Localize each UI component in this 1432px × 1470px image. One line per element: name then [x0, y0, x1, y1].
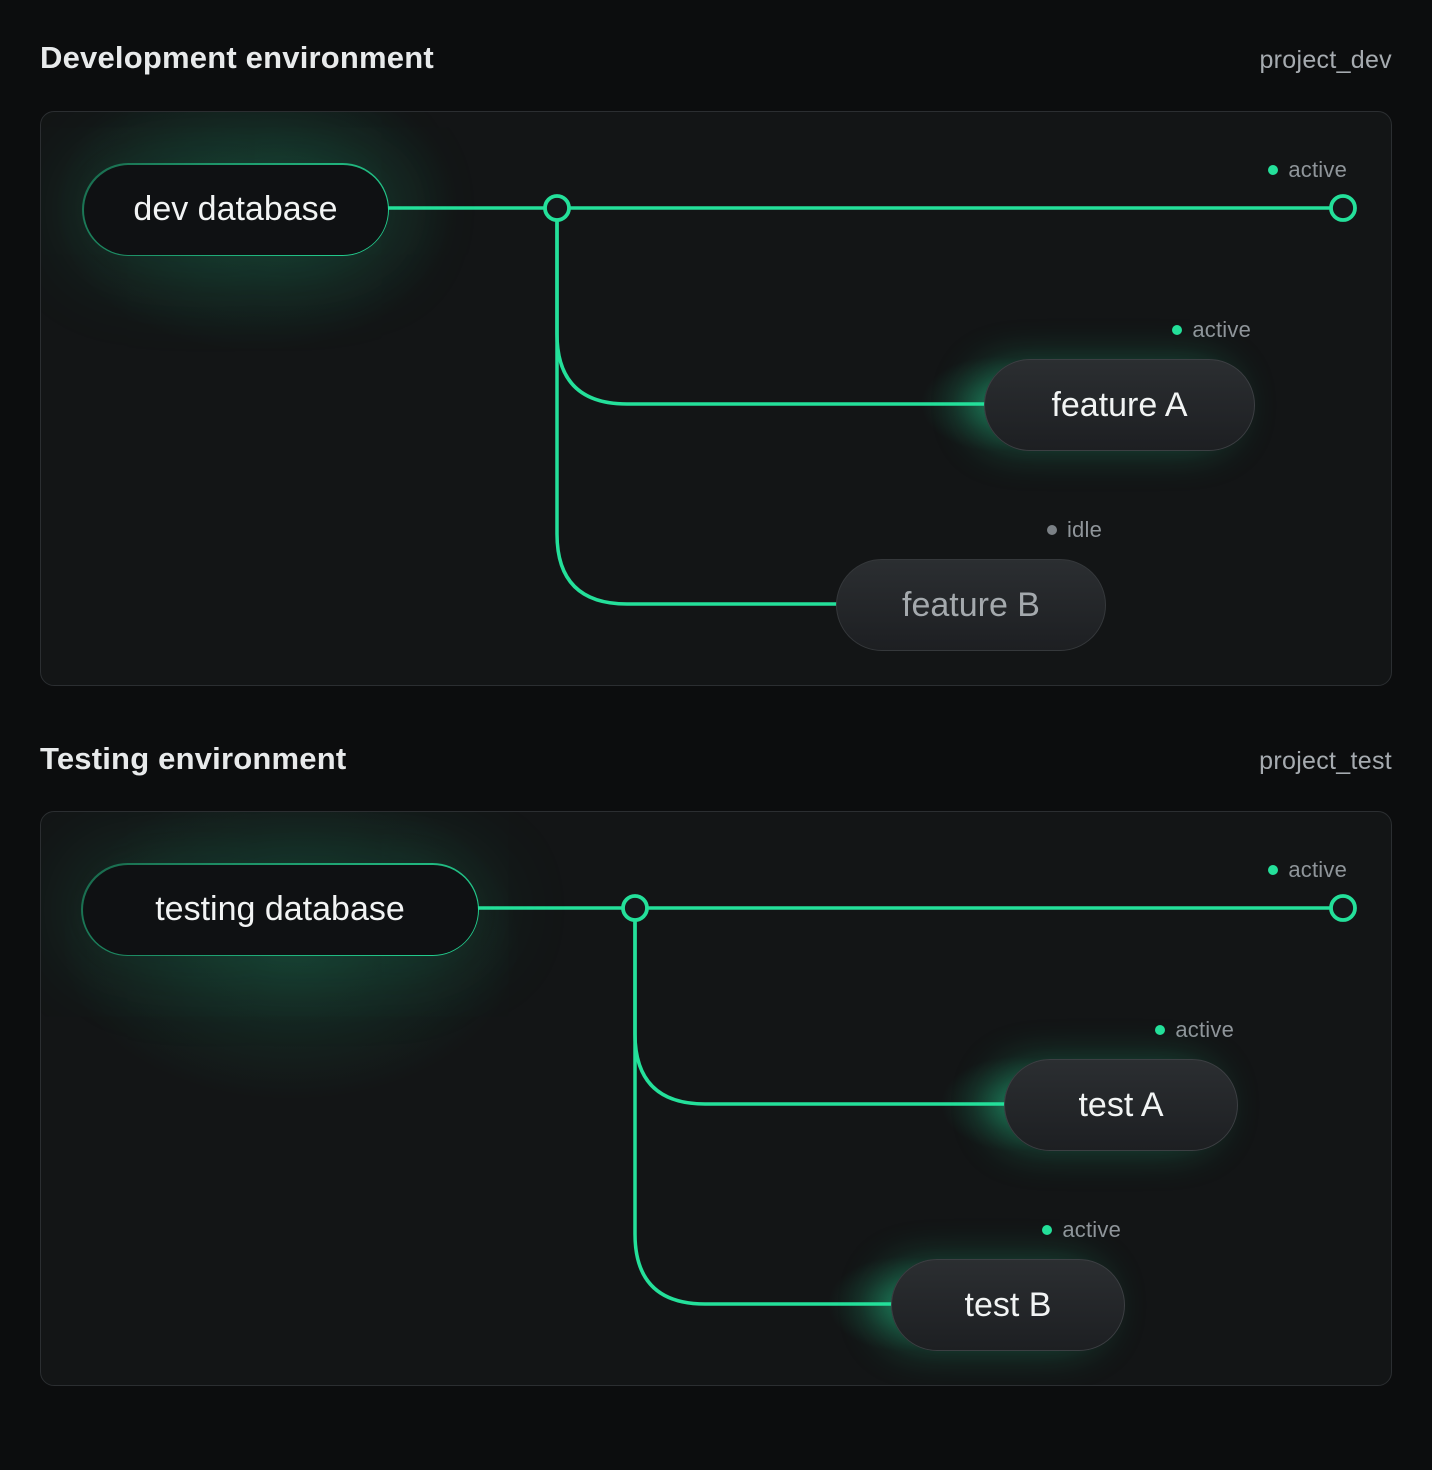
- status-text: active: [1288, 157, 1347, 182]
- test-a-label: test A: [1078, 1085, 1164, 1124]
- testing-database-label: testing database: [82, 864, 478, 955]
- test-a-status: active: [1155, 1017, 1234, 1043]
- test-trunk-endpoint-node: [1329, 894, 1357, 922]
- feature-b-status: idle: [1046, 517, 1102, 543]
- project-name-test: project_test: [1259, 747, 1392, 775]
- test-b-node[interactable]: test B: [891, 1259, 1125, 1351]
- test-branch-point-node: [621, 894, 649, 922]
- test-a-branch-line: [633, 908, 1006, 1106]
- status-dot-icon: [1268, 165, 1279, 175]
- status-text: idle: [1066, 517, 1102, 542]
- feature-b-branch-line: [555, 208, 838, 606]
- dev-database-node[interactable]: dev database: [82, 163, 389, 256]
- test-a-node[interactable]: test A: [1004, 1059, 1238, 1151]
- section-testing: Testing environment project_test testing…: [0, 739, 1432, 1386]
- status-text: active: [1192, 317, 1251, 342]
- testing-panel: testing database active active test A ac…: [40, 811, 1392, 1386]
- status-dot-icon: [1268, 865, 1279, 875]
- status-text: active: [1175, 1017, 1234, 1042]
- feature-a-node[interactable]: feature A: [984, 359, 1255, 451]
- feature-a-status: active: [1172, 317, 1251, 343]
- status-text: active: [1288, 857, 1347, 882]
- section-title-development: Development environment: [40, 40, 434, 75]
- test-b-status: active: [1042, 1217, 1121, 1243]
- dev-trunk-status: active: [1268, 157, 1347, 183]
- section-title-testing: Testing environment: [40, 741, 347, 776]
- status-dot-icon: [1046, 525, 1057, 535]
- dev-branch-graph: [385, 194, 1357, 606]
- status-dot-icon: [1155, 1025, 1166, 1035]
- test-branch-graph: [475, 894, 1357, 1306]
- dev-branch-point-node: [543, 194, 571, 222]
- test-b-branch-line: [633, 908, 893, 1306]
- feature-b-node[interactable]: feature B: [836, 559, 1106, 651]
- test-b-label: test B: [964, 1285, 1052, 1324]
- feature-b-label: feature B: [902, 585, 1040, 624]
- section-development: Development environment project_dev dev …: [0, 38, 1432, 686]
- feature-a-branch-line: [555, 208, 986, 406]
- feature-a-label: feature A: [1051, 385, 1188, 424]
- development-header: Development environment project_dev: [40, 38, 1392, 78]
- project-name-dev: project_dev: [1259, 46, 1392, 74]
- status-dot-icon: [1042, 1225, 1053, 1235]
- status-dot-icon: [1172, 325, 1183, 335]
- status-text: active: [1062, 1217, 1121, 1242]
- testing-header: Testing environment project_test: [40, 739, 1392, 779]
- test-trunk-status: active: [1268, 857, 1347, 883]
- dev-database-label: dev database: [83, 164, 388, 255]
- testing-database-node[interactable]: testing database: [81, 863, 479, 956]
- development-panel: dev database active active feature A idl…: [40, 111, 1392, 686]
- dev-trunk-endpoint-node: [1329, 194, 1357, 222]
